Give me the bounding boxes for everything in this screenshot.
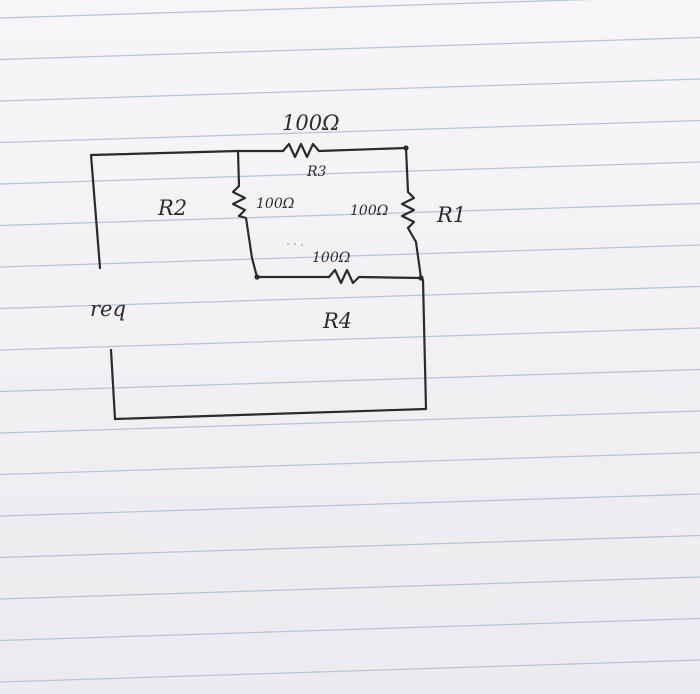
ruled-line	[0, 244, 700, 268]
req-terminal-label: req	[90, 297, 126, 321]
r2-name-label: R2	[157, 196, 187, 220]
wire-r1-lower	[406, 226, 423, 280]
r3-value-label: 100Ω	[282, 111, 340, 135]
resistor-r3-zigzag	[281, 142, 321, 159]
resistor-r2-zigzag	[231, 184, 247, 218]
wire-left-terminal-top	[89, 149, 240, 270]
ruled-line	[0, 0, 594, 19]
ruled-line	[0, 451, 700, 476]
wire-left-terminal-bottom	[109, 278, 428, 421]
ruled-line	[0, 161, 700, 185]
pencil-dot	[287, 243, 289, 245]
ruled-line	[0, 659, 700, 683]
ruled-line	[0, 617, 700, 642]
wire-r1-upper	[404, 146, 410, 194]
wire-r2-upper	[236, 149, 241, 188]
resistor-r1-zigzag	[400, 190, 416, 230]
ruled-line	[0, 36, 700, 61]
ruled-line	[0, 327, 700, 351]
ruled-line	[0, 534, 700, 559]
r4-name-label: R4	[322, 309, 352, 333]
ruled-line	[0, 493, 700, 517]
wire-r2-lower	[237, 214, 259, 279]
ruled-line	[0, 576, 700, 600]
r1-name-label: R1	[436, 203, 466, 227]
ruled-line	[0, 202, 700, 227]
resistor-r4-zigzag	[327, 268, 361, 285]
ruled-line	[0, 410, 700, 434]
wire-r4-right	[357, 275, 423, 280]
ruled-line	[0, 285, 700, 310]
pencil-dot	[294, 243, 296, 245]
ruled-line	[0, 368, 700, 393]
ruled-line	[0, 119, 700, 144]
pencil-dot	[301, 244, 303, 246]
r4-value-label: 100Ω	[312, 250, 351, 266]
ruled-line	[0, 78, 700, 102]
wire-top-right	[317, 146, 408, 153]
r3-name-label: R3	[306, 164, 327, 180]
r2-value-label: 100Ω	[256, 196, 295, 212]
r1-value-label: 100Ω	[350, 203, 389, 219]
